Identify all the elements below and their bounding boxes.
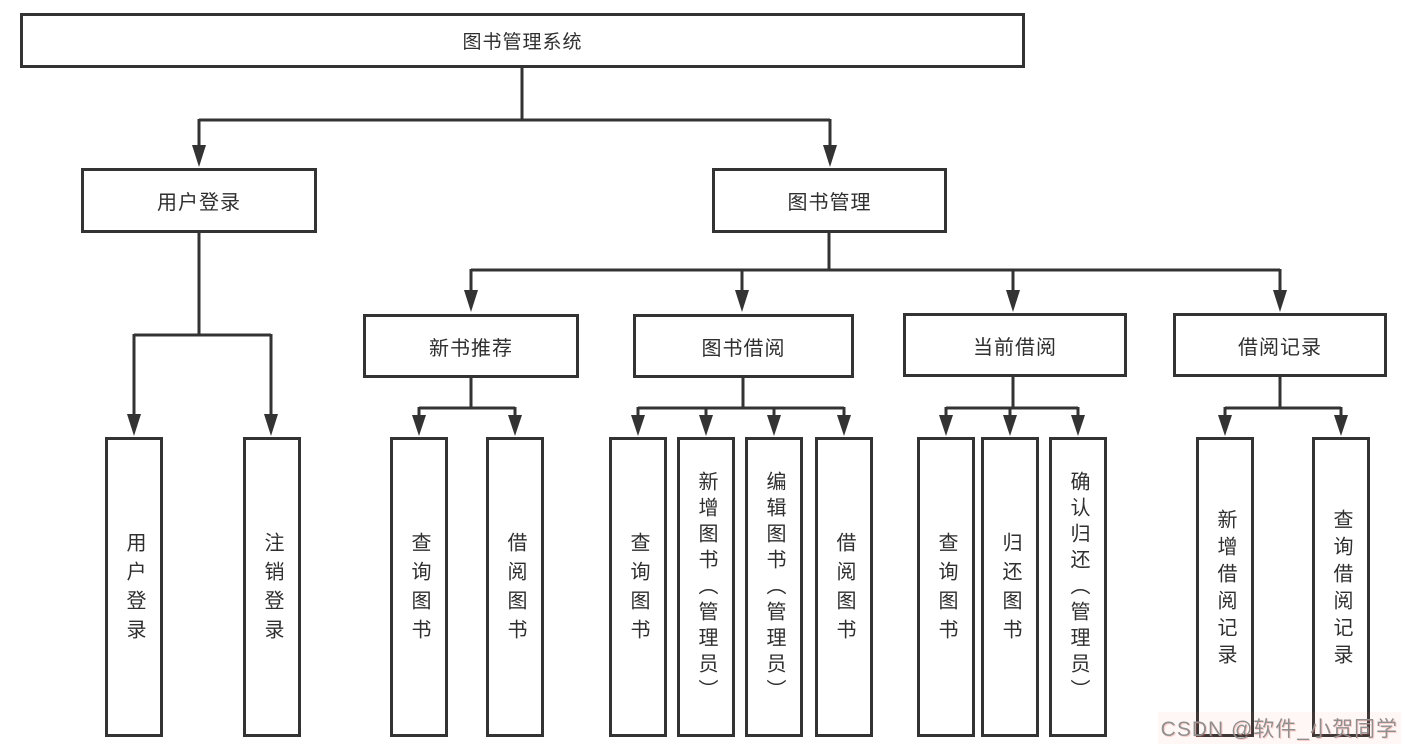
node-user-login-label: 用户登录 [157, 192, 241, 214]
leaf-user-login: 用户登录 [105, 437, 163, 737]
leaf-nbr-query-books: 查询图书 [390, 437, 448, 737]
leaf-bb-borrow-books: 借阅图书 [815, 437, 873, 737]
edge-book-borrow-to-leaves [631, 377, 851, 436]
node-current-borrow-label: 当前借阅 [973, 336, 1057, 359]
leaf-nbr-query-books-label: 查询图书 [408, 532, 430, 648]
leaf-logout-label: 注销登录 [261, 532, 283, 648]
leaf-cb-return-books: 归还图书 [981, 437, 1039, 737]
node-new-book-recommend: 新书推荐 [363, 314, 579, 378]
edge-root-to-level2 [192, 66, 837, 167]
node-borrow-record-label: 借阅记录 [1238, 336, 1322, 359]
leaf-nbr-borrow-books-label: 借阅图书 [504, 532, 526, 648]
leaf-logout: 注销登录 [243, 437, 301, 737]
leaf-bb-add-book-admin-label: 新增图书（管理员） [695, 471, 717, 705]
edge-user-login-to-leaves [127, 232, 278, 436]
leaf-cb-confirm-return-admin: 确认归还（管理员） [1049, 437, 1107, 737]
watermark-text: CSDN @软件_小贺同学 [1157, 712, 1401, 744]
leaf-nbr-borrow-books: 借阅图书 [486, 437, 544, 737]
edge-book-management-to-level3 [464, 232, 1287, 312]
node-book-borrow-label: 图书借阅 [701, 337, 786, 360]
node-borrow-record: 借阅记录 [1173, 313, 1387, 377]
leaf-cb-confirm-return-admin-label: 确认归还（管理员） [1067, 471, 1089, 705]
node-user-login: 用户登录 [81, 168, 317, 233]
leaf-br-add-record-label: 新增借阅记录 [1214, 509, 1236, 671]
leaf-bb-edit-book-admin-label: 编辑图书（管理员） [763, 471, 785, 705]
node-book-management: 图书管理 [712, 168, 947, 233]
leaf-bb-edit-book-admin: 编辑图书（管理员） [745, 437, 803, 737]
leaf-br-query-record-label: 查询借阅记录 [1330, 509, 1352, 671]
leaf-bb-query-books: 查询图书 [609, 437, 667, 737]
leaf-br-query-record: 查询借阅记录 [1312, 437, 1370, 737]
leaf-br-add-record: 新增借阅记录 [1196, 437, 1254, 737]
leaf-bb-add-book-admin: 新增图书（管理员） [677, 437, 735, 737]
leaf-cb-query-books-label: 查询图书 [935, 532, 957, 648]
leaf-bb-borrow-books-label: 借阅图书 [833, 532, 855, 648]
edge-new-book-recommend-to-leaves [412, 377, 522, 436]
leaf-bb-query-books-label: 查询图书 [627, 532, 649, 648]
node-book-borrow: 图书借阅 [633, 314, 854, 378]
node-new-book-recommend-label: 新书推荐 [429, 337, 513, 360]
leaf-cb-return-books-label: 归还图书 [999, 532, 1021, 648]
edge-borrow-record-to-leaves [1218, 376, 1348, 436]
leaf-cb-query-books: 查询图书 [917, 437, 975, 737]
node-root-label: 图书管理系统 [462, 32, 583, 53]
leaf-user-login-label: 用户登录 [123, 532, 145, 648]
node-book-management-label: 图书管理 [787, 192, 872, 214]
node-root: 图书管理系统 [20, 13, 1025, 68]
node-current-borrow: 当前借阅 [903, 313, 1127, 377]
edge-current-borrow-to-leaves [939, 376, 1085, 436]
